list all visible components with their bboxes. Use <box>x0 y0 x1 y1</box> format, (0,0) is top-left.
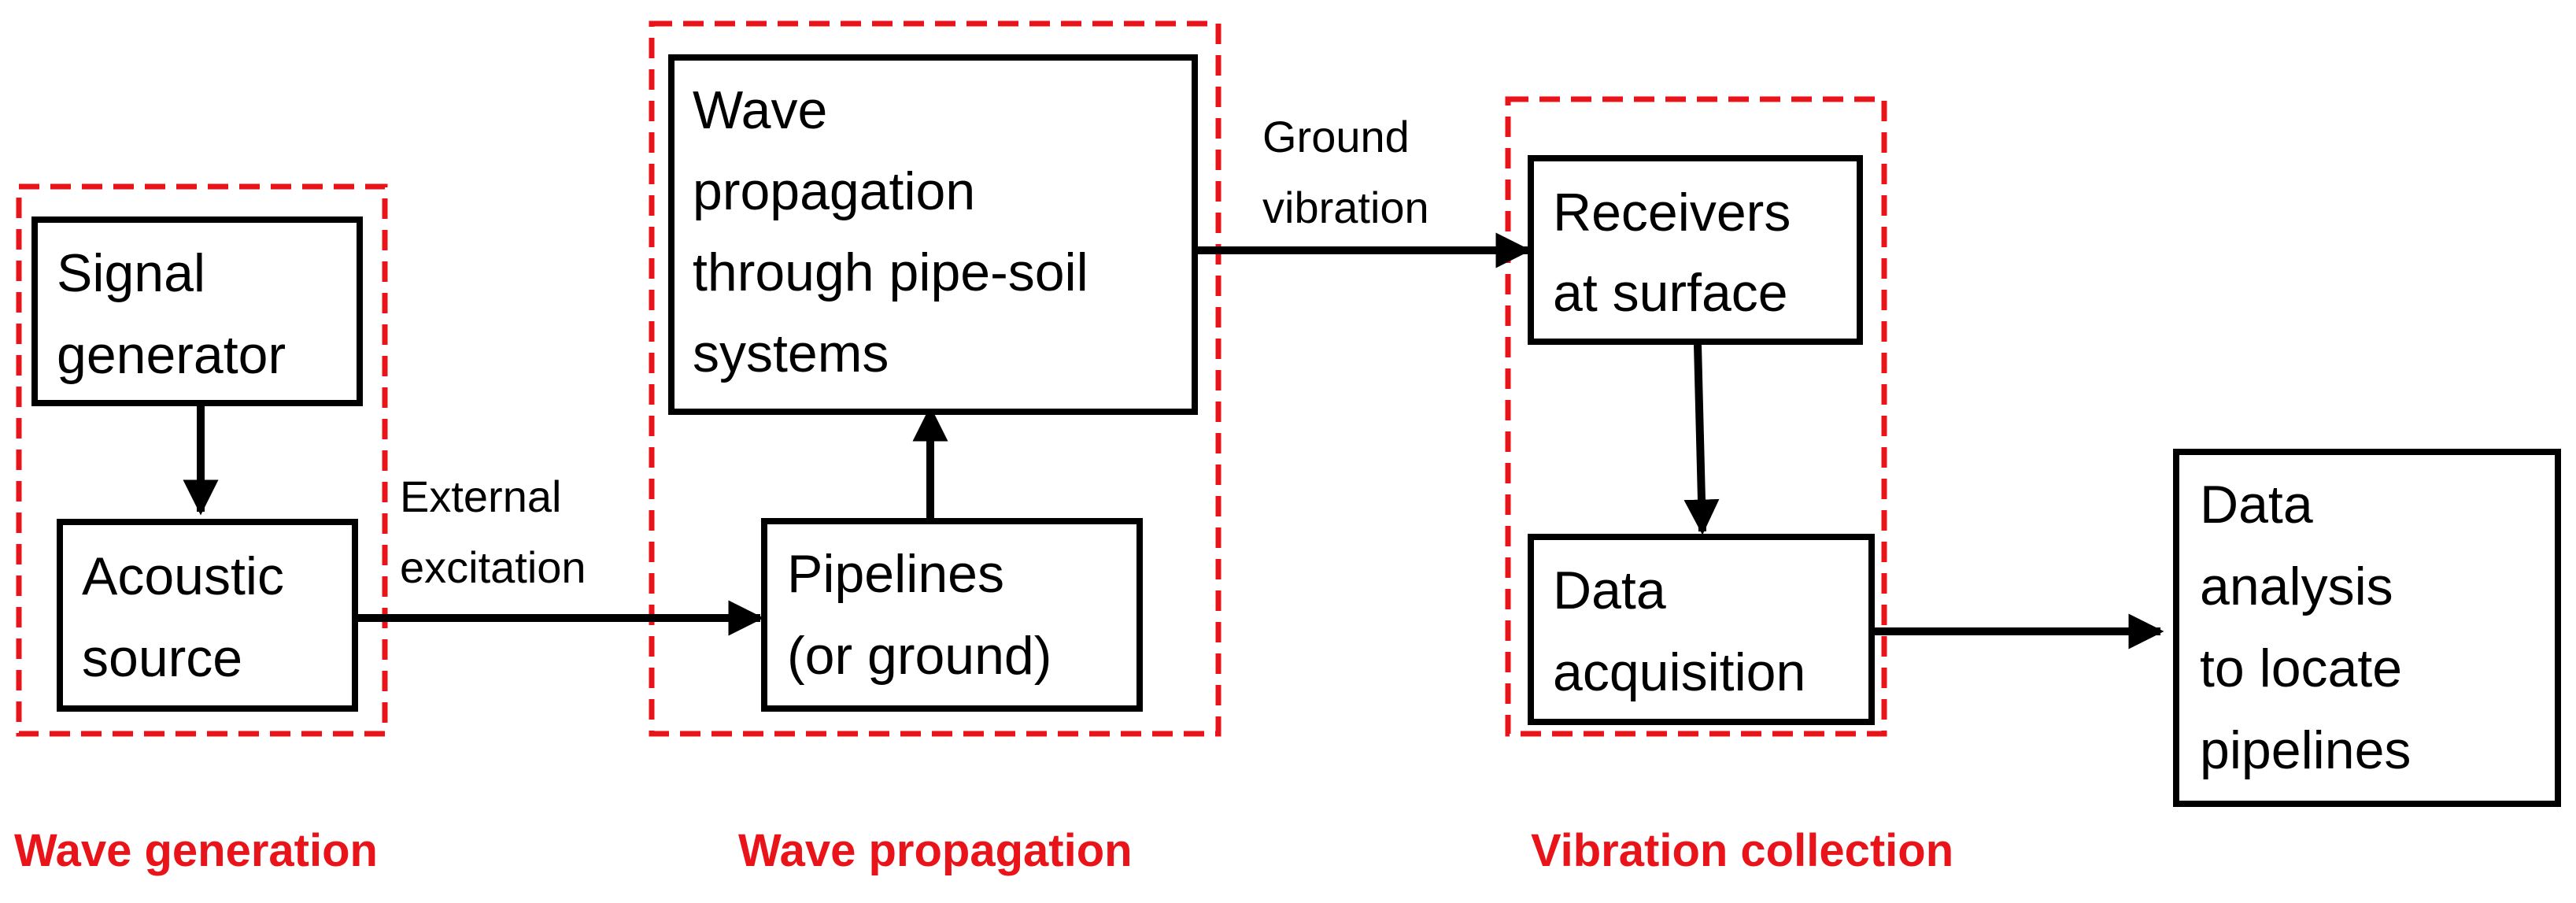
vibration-collection-group-border <box>1505 96 1887 737</box>
wave-propagation-label: Wave propagation <box>738 825 1133 876</box>
wave-propagation-line-1: Wave <box>693 80 827 140</box>
acoustic-source-line-2: source <box>82 628 242 688</box>
receivers-box <box>1528 155 1863 345</box>
wave-generation-label: Wave generation <box>14 825 378 876</box>
wave-propagation-text: Wave propagation through pipe-soil syste… <box>693 80 1103 383</box>
data-acquisition-line-2: acquisition <box>1553 642 1805 702</box>
arrow-receivers-to-acquisition <box>1683 344 1720 535</box>
data-acquisition-line-1: Data <box>1553 561 1666 620</box>
external-excitation-line-1: External <box>400 472 561 521</box>
wave-propagation-line-4: systems <box>693 324 889 383</box>
acoustic-source-text: Acoustic source <box>82 546 299 688</box>
data-analysis-box <box>2173 449 2561 807</box>
data-analysis-line-1: Data <box>2200 475 2313 535</box>
pipelines-line-1: Pipelines <box>787 544 1004 604</box>
signal-generator-line-2: generator <box>57 325 286 385</box>
data-acquisition-box <box>1528 534 1875 725</box>
wave-propagation-box <box>668 54 1198 415</box>
signal-generator-box <box>31 216 363 406</box>
data-analysis-line-2: analysis <box>2200 557 2393 616</box>
data-analysis-line-3: to locate <box>2200 638 2402 698</box>
data-acquisition-text: Data acquisition <box>1553 561 1805 702</box>
external-excitation-line-2: excitation <box>400 542 586 592</box>
wave-propagation-line-3: through pipe-soil <box>693 242 1088 302</box>
pipelines-text: Pipelines (or ground) <box>787 544 1051 686</box>
receivers-line-1: Receivers <box>1553 183 1791 242</box>
receivers-text: Receivers at surface <box>1553 183 1805 323</box>
wave-propagation-line-2: propagation <box>693 161 975 221</box>
external-excitation-label: External excitation <box>400 472 586 592</box>
data-analysis-line-4: pipelines <box>2200 720 2411 780</box>
pipelines-box <box>761 518 1143 712</box>
data-analysis-text: Data analysis to locate pipelines <box>2200 475 2417 780</box>
ground-vibration-line-2: vibration <box>1262 183 1429 232</box>
wave-propagation-group-border <box>649 20 1221 737</box>
signal-generator-text: Signal generator <box>57 243 286 385</box>
ground-vibration-line-1: Ground <box>1262 112 1410 161</box>
signal-generator-line-1: Signal <box>57 243 205 303</box>
receivers-line-2: at surface <box>1553 263 1788 323</box>
wave-generation-group-border <box>16 183 388 737</box>
acoustic-source-box <box>57 519 358 712</box>
ground-vibration-label: Ground vibration <box>1262 112 1429 232</box>
acoustic-source-line-1: Acoustic <box>82 546 284 606</box>
pipelines-line-2: (or ground) <box>787 626 1051 686</box>
vibration-collection-label: Vibration collection <box>1531 825 1953 876</box>
